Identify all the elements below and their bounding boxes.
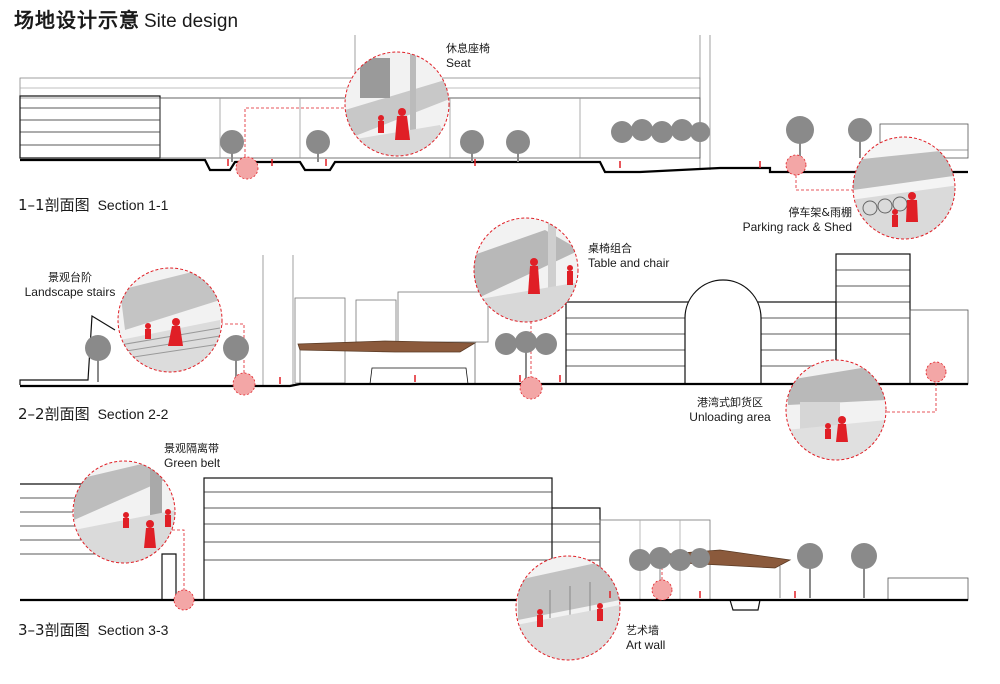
seat-detail-bubble <box>344 51 450 157</box>
parking-rack-callout-en: Parking rack & Shed <box>742 220 852 234</box>
art-wall-callout-zh: 艺术墙 <box>626 624 659 637</box>
table-chair-callout-en: Table and chair <box>588 256 670 270</box>
section-2-markers <box>232 361 947 400</box>
art-wall-callout-en: Art wall <box>626 638 666 652</box>
unloading-area-callout-en: Unloading area <box>689 410 771 424</box>
landscape-stairs-callout-zh: 景观台阶 <box>48 271 92 284</box>
section-1-markers <box>235 154 807 180</box>
section-1-label-zh: 1–1剖面图 <box>18 196 90 214</box>
section-3-markers <box>173 579 673 611</box>
green-belt-detail-bubble <box>72 460 176 564</box>
seat-callout-zh: 休息座椅 <box>446 42 490 55</box>
table-chair-callout: 桌椅组合 Table and chair <box>588 242 669 270</box>
parking-rack-callout-zh: 停车架&雨棚 <box>788 206 852 219</box>
parking-rack-callout: 停车架&雨棚 Parking rack & Shed <box>743 206 852 234</box>
landscape-stairs-callout-en: Landscape stairs <box>24 285 116 299</box>
page-title-zh: 场地设计示意 <box>14 8 140 32</box>
table-chair-callout-zh: 桌椅组合 <box>588 242 632 255</box>
art-wall-detail-bubble <box>515 555 621 661</box>
section-2-drawing <box>19 253 969 413</box>
landscape-stairs-callout: 景观台阶 Landscape stairs <box>20 271 120 299</box>
green-belt-callout: 景观隔离带 Green belt <box>164 442 220 470</box>
art-wall-callout: 艺术墙 Art wall <box>626 624 665 652</box>
pedestrian-marks <box>227 159 796 598</box>
section-1-drawing <box>19 35 969 191</box>
section-3-label-zh: 3–3剖面图 <box>18 621 90 639</box>
seat-callout: 休息座椅 Seat <box>446 42 490 70</box>
section-3-trees <box>629 543 877 598</box>
section-2-label: 2–2剖面图 Section 2-2 <box>18 403 168 424</box>
section-1-trees <box>220 116 872 168</box>
unloading-area-detail-bubble <box>785 359 887 461</box>
section-2-label-zh: 2–2剖面图 <box>18 405 90 423</box>
page-title-en: Site design <box>144 11 239 32</box>
section-2-trees <box>85 331 557 382</box>
section-1-label: 1–1剖面图 Section 1-1 <box>18 194 168 215</box>
section-3-label: 3–3剖面图 Section 3-3 <box>18 619 168 640</box>
seat-callout-en: Seat <box>446 56 471 70</box>
section-1-label-en: Section 1-1 <box>97 197 169 213</box>
table-chair-detail-bubble <box>473 217 579 323</box>
unloading-area-callout: 港湾式卸货区 Unloading area <box>680 396 780 424</box>
landscape-stairs-detail-bubble <box>117 267 223 373</box>
green-belt-callout-en: Green belt <box>164 456 221 470</box>
green-belt-callout-zh: 景观隔离带 <box>164 442 219 455</box>
section-3-label-en: Section 3-3 <box>97 622 169 638</box>
parking-rack-detail-bubble <box>852 136 956 240</box>
section-2-label-en: Section 2-2 <box>97 406 169 422</box>
unloading-area-callout-zh: 港湾式卸货区 <box>697 396 763 409</box>
